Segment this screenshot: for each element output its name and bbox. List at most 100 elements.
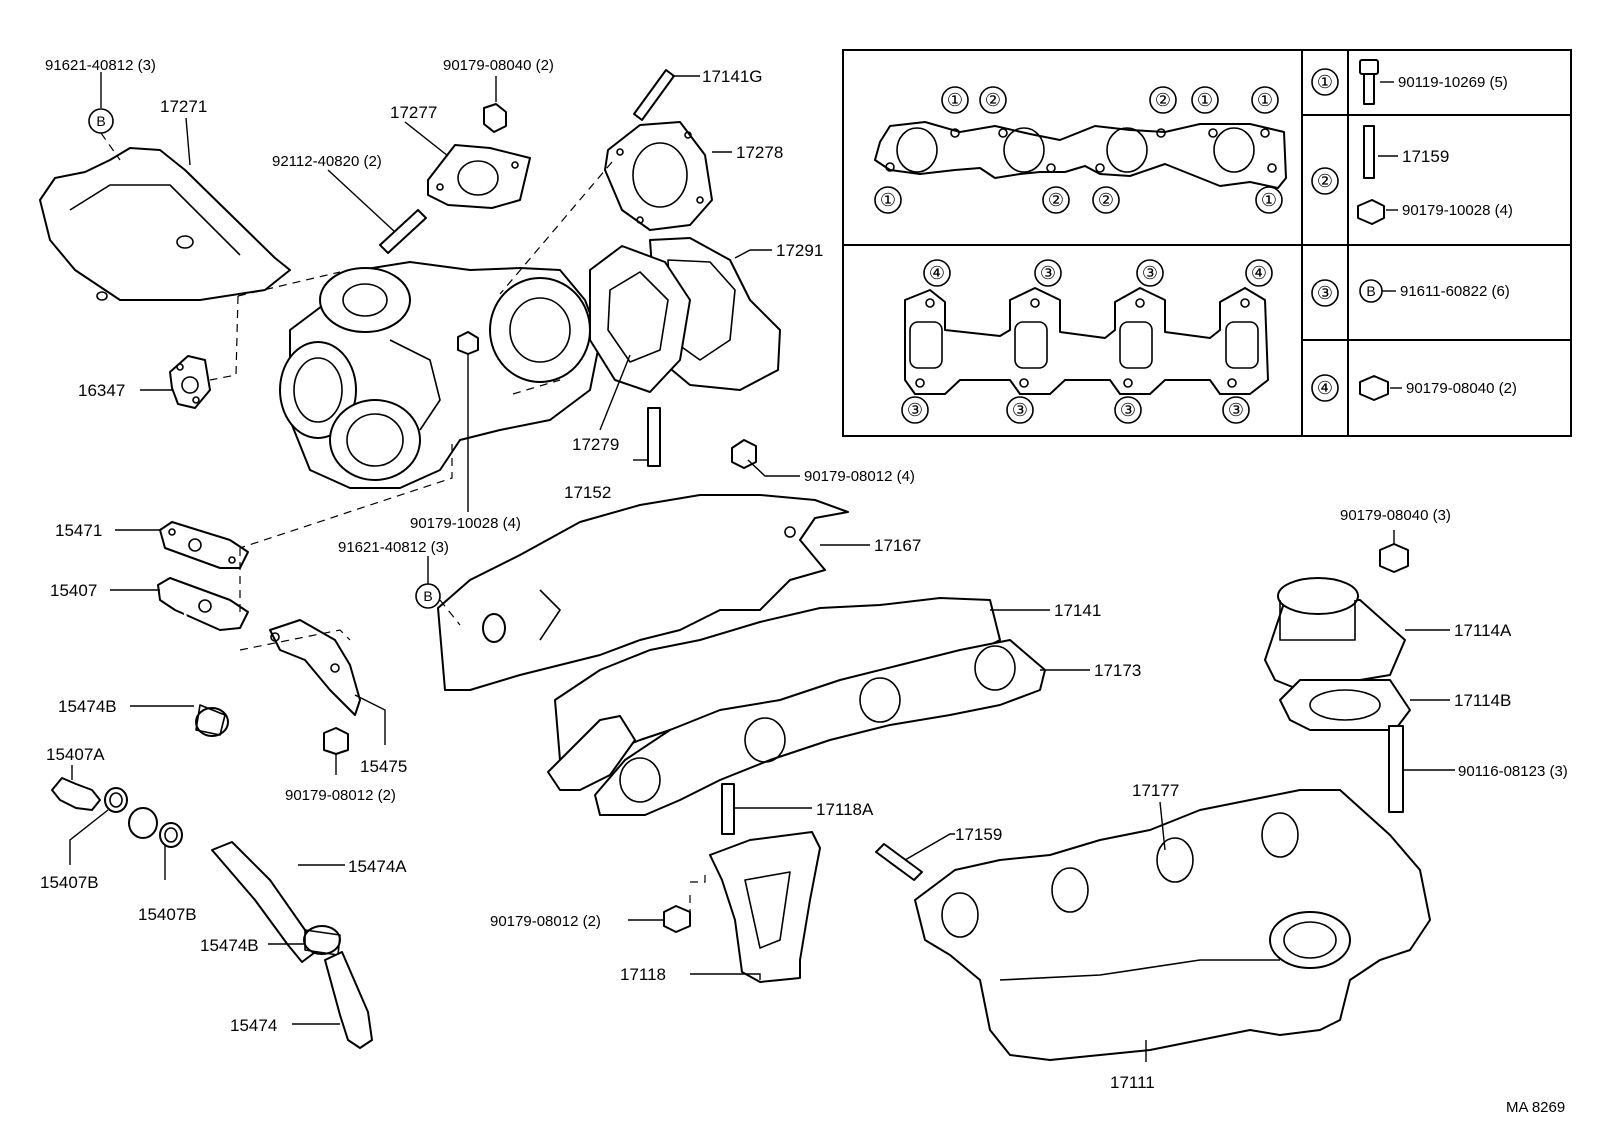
label-15475: 15475	[360, 757, 407, 776]
marker-four: ④	[929, 263, 945, 283]
label-15474: 15474	[230, 1016, 277, 1035]
gasket-17277	[427, 144, 531, 209]
gasket-legend-table: ① ② ② ① ① ① ② ② ① ④ ③	[842, 49, 1572, 437]
label-17177: 17177	[1132, 781, 1179, 800]
stud-17159	[875, 843, 923, 881]
nut-90179-08040	[1379, 543, 1409, 573]
bracket-17118	[709, 831, 821, 983]
lower-gasket-markers: ④ ③ ③ ④ ③ ③ ③ ③	[901, 259, 1273, 424]
label-17111: 17111	[1110, 1073, 1155, 1092]
bracket-15475	[269, 619, 361, 716]
gasket-16347	[169, 355, 211, 409]
label-17141: 17141	[1054, 601, 1101, 620]
b-badge: B	[1366, 283, 1375, 299]
washer-15407B	[159, 822, 183, 848]
stud-92112-40820	[379, 209, 427, 254]
label-16347: 16347	[78, 381, 125, 400]
marker-three: ③	[1040, 263, 1056, 283]
label-17159: 17159	[955, 825, 1002, 844]
footer-code: MA 8269	[1506, 1099, 1565, 1116]
legend-row-3: ③ B 91611-60822 (6)	[1311, 279, 1510, 307]
legend-marker: ③	[1317, 283, 1333, 303]
marker-three: ③	[1228, 400, 1244, 420]
legend-row-2: ② 17159 90179-10028 (4)	[1311, 125, 1513, 225]
label-17118A: 17118A	[816, 800, 874, 819]
label-15471: 15471	[55, 521, 102, 540]
marker-two: ②	[1048, 190, 1064, 210]
gasket-17278	[604, 121, 713, 231]
label-17279: 17279	[572, 435, 619, 454]
label-17291: 17291	[776, 241, 823, 260]
label-90179-08012: 90179-08012 (4)	[804, 468, 915, 485]
legend-row-4: ④ 90179-08040 (2)	[1311, 374, 1517, 402]
marker-three: ③	[1120, 400, 1136, 420]
banjo-fitting	[128, 807, 158, 839]
label-91621-40812: 91621-40812 (3)	[338, 539, 449, 556]
gasket-17173	[594, 639, 1046, 816]
label-17114B: 17114B	[1454, 691, 1511, 710]
b-badge-letter: B	[96, 113, 105, 129]
label-15474A: 15474A	[348, 857, 407, 876]
legend-part-number: 90179-10028 (4)	[1402, 202, 1513, 219]
exhaust-manifold-17111	[914, 789, 1431, 1061]
legend-part-number: 17159	[1402, 147, 1449, 166]
legend-row-1: ① 90119-10269 (5)	[1311, 59, 1508, 105]
label-15407A: 15407A	[46, 745, 105, 764]
label-15407B: 15407B	[138, 905, 197, 924]
nut-90179-08012	[663, 905, 691, 933]
gasket-17114B	[1279, 679, 1411, 731]
label-15407: 15407	[50, 581, 97, 600]
b-badge-letter: B	[423, 588, 432, 604]
label-17167: 17167	[874, 536, 921, 555]
washer-15407B	[104, 787, 128, 813]
nut-icon	[1357, 199, 1385, 225]
label-17114A: 17114A	[1454, 621, 1512, 640]
marker-three: ③	[907, 400, 923, 420]
heat-shield-17271	[39, 147, 291, 301]
gasket-lower-drawing	[904, 287, 1269, 395]
part-labels: 91621-40812 (3) 17271 90179-08040 (2) 17…	[40, 57, 1568, 1116]
label-92112-40820: 92112-40820 (2)	[272, 153, 382, 170]
stud-17152	[647, 407, 661, 467]
hose-clamp-15474B	[195, 704, 229, 737]
marker-two: ②	[1155, 90, 1171, 110]
marker-one: ①	[1261, 190, 1277, 210]
label-15474B: 15474B	[58, 697, 117, 716]
marker-one: ①	[880, 190, 896, 210]
label-90116-08123: 90116-08123 (3)	[1458, 763, 1568, 780]
label-17141G: 17141G	[702, 67, 763, 86]
stud-90116-08123	[1388, 725, 1404, 813]
oil-feed-pipe	[161, 611, 292, 824]
nut-icon	[1359, 375, 1389, 401]
label-90179-08040: 90179-08040 (3)	[1340, 507, 1451, 524]
label-15474B: 15474B	[200, 936, 259, 955]
manifold-flange-block	[547, 715, 636, 791]
gasket-15471	[159, 521, 249, 569]
label-17278: 17278	[736, 143, 783, 162]
stud-icon	[1363, 125, 1375, 179]
bolt-icon	[1359, 59, 1379, 105]
nut-90179-08040	[483, 103, 507, 133]
label-17152: 17152	[564, 483, 611, 502]
label-17271: 17271	[160, 97, 207, 116]
heat-insulator-17167	[437, 494, 849, 691]
union-bolt-15407A	[51, 777, 101, 811]
leader-lines	[69, 72, 1455, 1062]
marker-two: ②	[985, 90, 1001, 110]
label-90179-08040: 90179-08040 (2)	[443, 57, 554, 74]
marker-three: ③	[1012, 400, 1028, 420]
label-17118: 17118	[620, 965, 666, 984]
label-17277: 17277	[390, 103, 437, 122]
legend-part-number: 90179-08040 (2)	[1406, 380, 1517, 397]
flange-15407	[157, 577, 249, 631]
stud-17141G	[633, 69, 675, 121]
label-90179-08012: 90179-08012 (2)	[490, 913, 601, 930]
marker-four: ④	[1251, 263, 1267, 283]
marker-one: ①	[1257, 90, 1273, 110]
marker-two: ②	[1098, 190, 1114, 210]
gasket-17279	[589, 245, 691, 393]
label-90179-08012: 90179-08012 (2)	[285, 787, 396, 804]
label-15407B: 15407B	[40, 873, 99, 892]
label-17173: 17173	[1094, 661, 1141, 680]
